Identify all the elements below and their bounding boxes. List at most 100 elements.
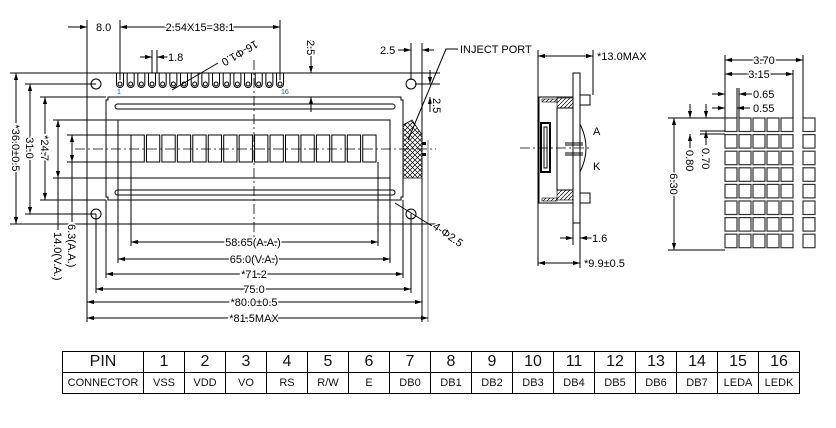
- pin-pad: [201, 73, 210, 88]
- pin-signal: DB0: [389, 372, 431, 394]
- pin-signal: DB6: [635, 372, 677, 394]
- dot-cell: [802, 150, 816, 166]
- dim-pin-pitch: 2.54X15=38.1: [166, 22, 235, 34]
- pin-signal: LEDK: [758, 372, 800, 394]
- pin-signal: DB4: [553, 372, 595, 394]
- dot-cell: [752, 183, 766, 199]
- dim-mount-holes: 4-Φ2.5: [430, 221, 465, 250]
- dot-cell: [802, 134, 816, 149]
- pin-pad: [254, 73, 263, 88]
- character-cell: [300, 134, 315, 163]
- dim-width-2: *71.2: [241, 269, 267, 281]
- character-cell: [269, 134, 284, 163]
- pin-pad: [222, 73, 231, 88]
- pin-signal: DB2: [471, 372, 513, 394]
- pin-number: 10: [512, 351, 554, 373]
- dot-cell: [802, 167, 816, 182]
- dot-cell: [766, 117, 780, 133]
- character-cell: [254, 134, 269, 163]
- dim-height-4: 6.3(A.A.): [65, 224, 77, 267]
- pin-signal: R/W: [307, 372, 349, 394]
- pin-signal: DB3: [512, 372, 554, 394]
- pin-pad: [126, 73, 135, 88]
- pin-signal: DB1: [430, 372, 472, 394]
- cathode-label: K: [593, 161, 601, 173]
- pin-number: 12: [594, 351, 636, 373]
- dot-cell: [766, 233, 780, 249]
- dot-cell: [724, 233, 738, 249]
- dot-cell: [752, 150, 766, 166]
- character-cell: [176, 134, 192, 163]
- dot-cell: [724, 117, 738, 133]
- pin-signal: DB5: [594, 372, 636, 394]
- side-view: *13.0MAX A K 1.6 *9.9±0.5: [520, 50, 649, 272]
- dim-height-1: 31.0: [23, 137, 35, 158]
- dim-width-4: *80.0±0.5: [230, 297, 277, 309]
- pin-pad: [265, 73, 274, 88]
- connector-pins: [116, 73, 285, 88]
- dot-cell: [780, 167, 794, 182]
- anode-label: A: [593, 126, 601, 138]
- dim-dot-pitch-v: 0.80: [683, 150, 695, 171]
- dot-cell: [766, 150, 780, 166]
- dim-width-5: *81.5MAX: [229, 313, 279, 325]
- pin-last-label: 16: [281, 89, 289, 96]
- dot-cell: [752, 167, 766, 182]
- dot-cell: [738, 150, 752, 166]
- pin-header: PIN: [62, 351, 144, 373]
- character-cell: [192, 134, 207, 163]
- dim-dot-height: 0.70: [699, 148, 711, 169]
- pin-first-label: 1: [117, 89, 121, 96]
- character-cell: [130, 134, 145, 163]
- dot-cell: [738, 233, 752, 249]
- dot-cell: [802, 233, 816, 249]
- pin-number: 8: [430, 351, 472, 373]
- pin-pad: [276, 73, 285, 88]
- dot-cell: [780, 134, 794, 149]
- pin-pad: [169, 73, 178, 88]
- character-cell: [145, 134, 161, 163]
- dot-cell: [766, 134, 780, 149]
- character-cell: [223, 134, 238, 163]
- pin-number: 14: [676, 351, 718, 373]
- dim-height-3: 14.0(V.A.): [51, 232, 63, 281]
- character-cell: [285, 134, 300, 163]
- dot-cell: [738, 134, 752, 149]
- dot-cell: [738, 217, 752, 232]
- character-cell: [207, 134, 223, 163]
- dim-height-0: *36.0±0.5: [9, 124, 21, 171]
- dim-right-offset: 2.5: [380, 45, 395, 57]
- dot-cell: [738, 183, 752, 199]
- dot-cell: [724, 217, 738, 232]
- pin-number: 7: [389, 351, 431, 373]
- pin-pad: [190, 73, 199, 88]
- dot-cell: [724, 150, 738, 166]
- dim-height-2: *24.7: [38, 135, 50, 161]
- dim-pcb-thickness: 1.6: [592, 233, 607, 245]
- dot-cell: [724, 183, 738, 199]
- dot-cell: [766, 217, 780, 232]
- dim-width-1: 65.0(V.A.): [230, 254, 279, 266]
- dim-dot-width: 0.55: [753, 103, 774, 115]
- pin-signal: LEDA: [717, 372, 759, 394]
- dot-cell: [738, 167, 752, 182]
- dot-cell: [802, 117, 816, 133]
- character-cell: [346, 134, 362, 163]
- pin-pad: [137, 73, 146, 88]
- pin-number: 9: [471, 351, 513, 373]
- dim-char-width: 3.15: [748, 69, 769, 81]
- pin-number: 4: [266, 351, 308, 373]
- dim-dot-pitch: 0.65: [753, 89, 774, 101]
- character-cell: [315, 134, 331, 163]
- dim-char-pitch: 3.70: [753, 55, 774, 67]
- character-cell: [331, 134, 346, 163]
- pin-number: 2: [184, 351, 226, 373]
- pin-number: 11: [553, 351, 595, 373]
- pin-number: 5: [307, 351, 349, 373]
- dot-cell: [780, 150, 794, 166]
- character-cell: [238, 134, 253, 163]
- pin-signal: VDD: [184, 372, 226, 394]
- dot-cell: [724, 134, 738, 149]
- front-view: 1 16 8.0 2.54X15=38.1 1.8 16-Φ1.0 2.5: [8, 20, 533, 327]
